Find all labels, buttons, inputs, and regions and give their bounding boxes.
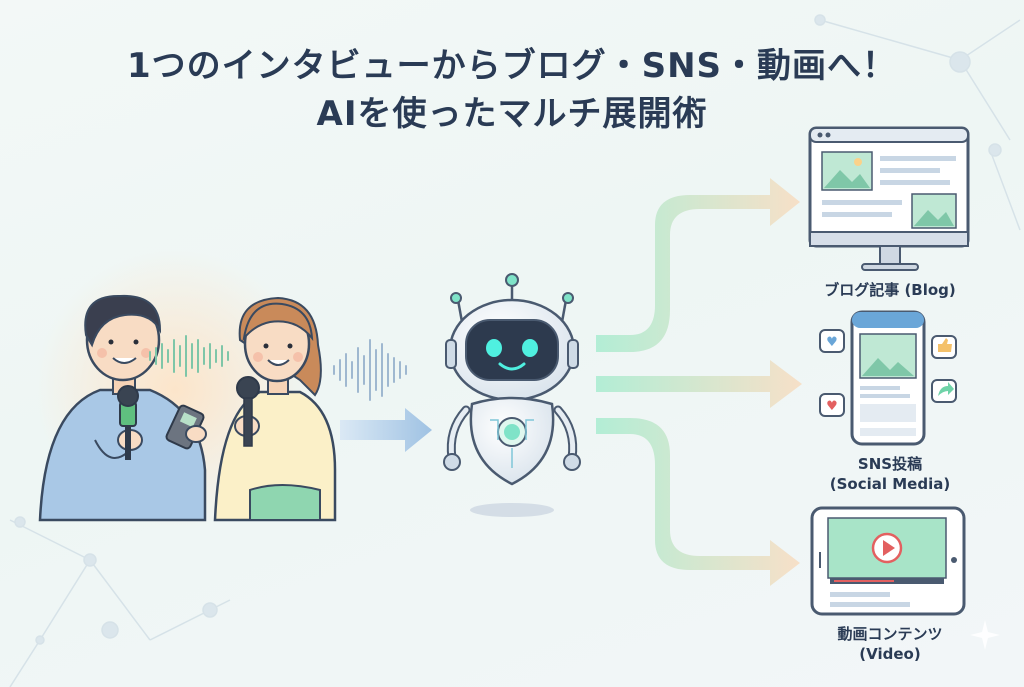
video-label-line-2: (Video)	[859, 645, 921, 663]
title-line-2: AIを使ったマルチ展開術	[316, 94, 708, 134]
input-arrow	[340, 408, 432, 452]
robot-icon	[443, 273, 581, 517]
sns-label-line-1: SNS投稿	[857, 455, 923, 473]
sound-wave-2	[333, 339, 407, 401]
sns-label-line-2: (Social Media)	[829, 475, 951, 493]
flow-arrow-blog	[596, 178, 800, 352]
network-decoration	[9, 14, 1021, 687]
blog-monitor-icon	[808, 126, 970, 271]
sound-wave-1	[149, 335, 229, 377]
recorder-icon	[165, 404, 207, 450]
video-label-line-1: 動画コンテンツ	[837, 625, 943, 643]
microphone-icon	[236, 376, 260, 447]
play-icon	[871, 532, 903, 564]
heart-icon: ♥	[819, 393, 845, 417]
output-arrows	[596, 178, 802, 586]
blog-label: ブログ記事 (Blog)	[824, 281, 956, 299]
share-icon	[931, 379, 957, 403]
title-line-1: 1つのインタビューからブログ・SNS・動画へ！	[126, 46, 898, 86]
flow-arrow-video	[596, 418, 800, 586]
heart-icon: ♥	[819, 329, 845, 353]
sparkle-icon	[970, 620, 1000, 650]
svg-text:♥: ♥	[826, 399, 838, 414]
svg-text:♥: ♥	[826, 335, 838, 350]
flow-arrow-sns	[596, 360, 802, 408]
thumbs-up-icon	[931, 335, 957, 359]
sns-phone-icon	[850, 310, 926, 446]
microphone-icon	[117, 385, 139, 460]
